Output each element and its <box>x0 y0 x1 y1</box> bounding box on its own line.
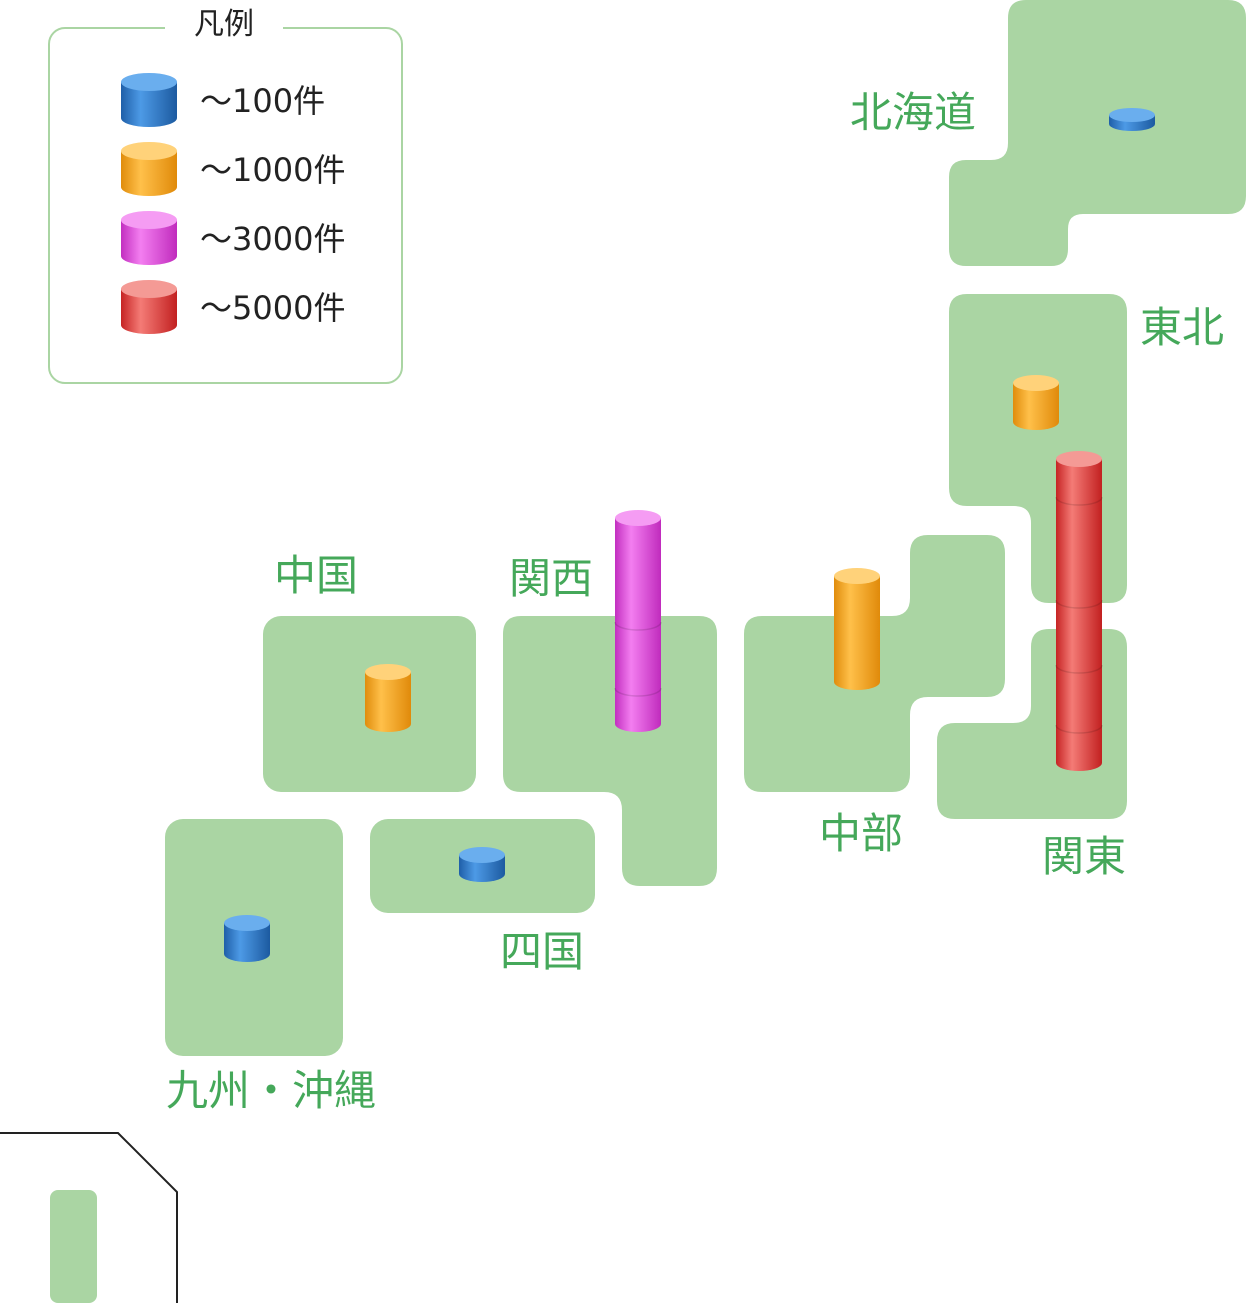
region-bar-shikoku <box>459 847 505 882</box>
legend-title: 凡例 <box>194 7 254 42</box>
region-bar-chubu <box>834 568 880 690</box>
region-label-kyushu: 九州・沖縄 <box>166 1066 376 1115</box>
region-label-kansai: 関西 <box>509 554 593 603</box>
okinawa-inset-frame <box>0 1132 178 1303</box>
region-bar-tohoku <box>1013 375 1059 430</box>
region-label-chubu: 中部 <box>819 809 903 858</box>
region-shape-okinawa <box>50 1190 97 1303</box>
region-label-kanto: 関東 <box>1042 832 1126 881</box>
region-bars <box>224 108 1155 962</box>
region-shape-hokkaido <box>949 0 1246 266</box>
legend: 凡例 〜100件〜1000件〜3000件〜5000件 <box>48 7 403 384</box>
region-label-hokkaido: 北海道 <box>850 88 976 137</box>
region-label-tohoku: 東北 <box>1140 303 1224 352</box>
region-label-chugoku: 中国 <box>274 551 358 600</box>
region-shape-kansai <box>503 616 717 886</box>
legend-swatch-tier_100 <box>121 73 177 127</box>
legend-title-gap <box>165 18 283 42</box>
legend-swatch-tier_3000 <box>121 211 177 265</box>
legend-label-tier_5000: 〜5000件 <box>200 289 345 327</box>
region-bar-hokkaido <box>1109 108 1155 131</box>
region-label-shikoku: 四国 <box>500 927 584 976</box>
legend-label-tier_100: 〜100件 <box>200 82 325 120</box>
region-bar-chugoku <box>365 664 411 732</box>
legend-swatch-tier_1000 <box>121 142 177 196</box>
region-labels: 北海道 東北 関東 中部 関西 中国 四国 九州・沖縄 <box>166 88 1224 1115</box>
legend-label-tier_3000: 〜3000件 <box>200 220 345 258</box>
legend-swatch-tier_5000 <box>121 280 177 334</box>
region-bar-kanto <box>1055 451 1103 771</box>
region-bar-kyushu <box>224 915 270 962</box>
region-bar-kansai <box>614 510 662 732</box>
legend-label-tier_1000: 〜1000件 <box>200 151 345 189</box>
